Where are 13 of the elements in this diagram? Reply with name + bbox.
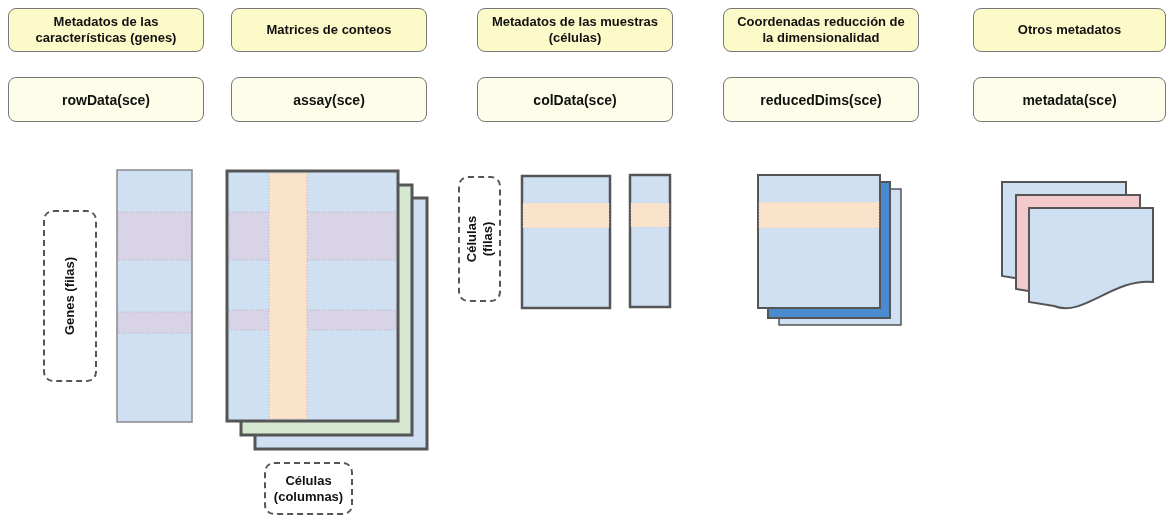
dimension-label-box: Células (columnas): [264, 462, 353, 515]
dimension-label-box: Genes (filas): [43, 210, 97, 382]
category-box: Otros metadatos: [973, 8, 1166, 52]
function-box: metadata(sce): [973, 77, 1166, 122]
category-box: Metadatos de las muestras (células): [477, 8, 673, 52]
category-box: Coordenadas reducción de la dimensionalidad: [723, 8, 919, 52]
category-box: Matrices de conteos: [231, 8, 427, 52]
function-box: colData(sce): [477, 77, 673, 122]
function-box: assay(sce): [231, 77, 427, 122]
function-box: rowData(sce): [8, 77, 204, 122]
dimension-label-box: Células (filas): [458, 176, 501, 302]
function-box: reducedDims(sce): [723, 77, 919, 122]
category-box: Metadatos de las características (genes): [8, 8, 204, 52]
